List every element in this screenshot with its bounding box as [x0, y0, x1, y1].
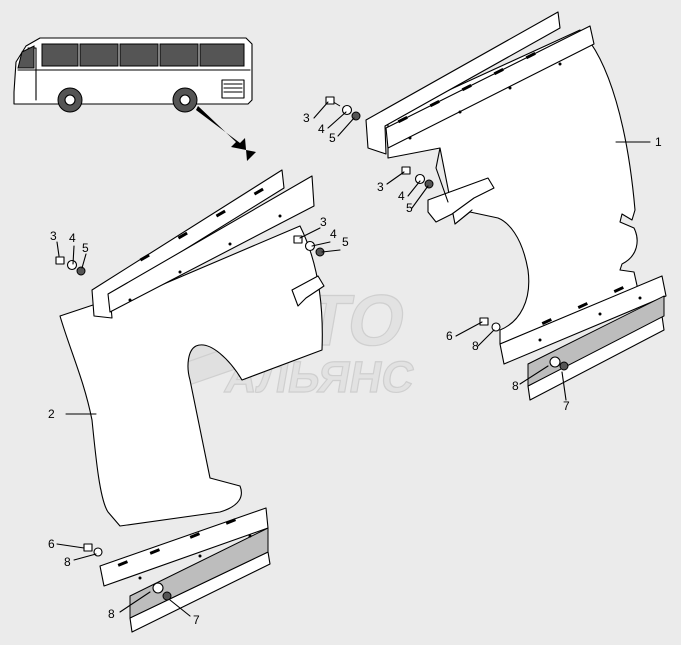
callout-washer: 5 [82, 241, 89, 255]
callouts: 1 2 3 4 5 3 4 5 3 4 5 3 4 5 6 8 8 7 6 8 … [48, 111, 662, 627]
bolt-set-bottom-right [479, 317, 569, 371]
bolt-set-left [55, 256, 86, 276]
callout-screw: 6 [446, 329, 453, 343]
callout-nut: 7 [193, 613, 200, 627]
fasteners [55, 96, 569, 601]
callout-spacer: 8 [472, 339, 479, 353]
callout-bolt: 3 [50, 229, 57, 243]
callout-lock-washer: 4 [398, 189, 405, 203]
callout-washer: 5 [342, 235, 349, 249]
callout-spacer: 8 [108, 607, 115, 621]
callout-washer: 5 [406, 201, 413, 215]
callout-screw: 6 [48, 537, 55, 551]
callout-bolt: 3 [320, 215, 327, 229]
callout-part-2: 2 [48, 407, 55, 421]
bus-windows [17, 43, 245, 69]
fender-right-bracket [427, 177, 495, 223]
bolt-set-top-right [325, 96, 361, 121]
callout-lock-washer: 4 [318, 122, 325, 136]
callout-bolt: 3 [377, 180, 384, 194]
pointer-arrow-icon [196, 106, 256, 161]
bolt-set-bottom-left [83, 543, 172, 601]
fender-left [59, 169, 325, 633]
callout-lock-washer: 4 [69, 231, 76, 245]
leader-lines [56, 101, 651, 617]
watermark-line2: АЛЬЯНС [221, 353, 418, 402]
fender-right-bottom-rail [499, 275, 667, 365]
callout-spacer: 8 [64, 555, 71, 569]
fender-right-top-rail [365, 11, 561, 155]
callout-washer: 5 [329, 131, 336, 145]
bus-thumbnail [13, 37, 256, 161]
callout-spacer: 8 [512, 379, 519, 393]
callout-nut: 7 [563, 399, 570, 413]
bolt-set-mid-right [401, 166, 434, 189]
callout-bolt: 3 [303, 111, 310, 125]
callout-lock-washer: 4 [330, 227, 337, 241]
callout-part-1: 1 [655, 135, 662, 149]
fender-left-bracket [291, 275, 325, 307]
